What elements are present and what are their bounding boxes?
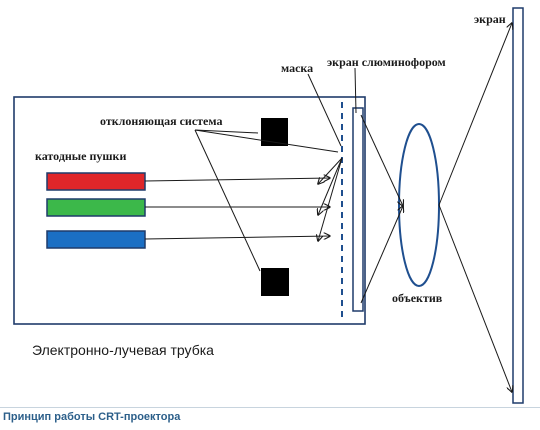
ray-top-to-lens <box>360 114 403 206</box>
phosphor-screen-plate <box>352 107 364 312</box>
deflection-coil-bottom <box>261 268 289 296</box>
ray-lens-to-screen-bottom <box>438 204 512 392</box>
lens-ellipse <box>398 123 440 287</box>
mask-pointer <box>307 73 342 147</box>
label-cathode-guns: катодные пушки <box>35 149 126 163</box>
caption-divider <box>0 407 540 408</box>
deflection-pointer-to-beam <box>194 129 339 153</box>
deflection-pointer-to-lower-coil <box>194 129 261 272</box>
label-mask: маска <box>281 61 313 75</box>
label-phosphor-screen: экран слюминофором <box>327 55 446 69</box>
beam-red <box>144 178 330 181</box>
projection-screen <box>512 7 524 404</box>
ray-bottom-to-lens <box>360 206 403 304</box>
label-screen: экран <box>474 12 506 26</box>
label-deflection-system: отклоняющая система <box>100 114 222 128</box>
converge-3 <box>318 157 343 241</box>
gun-red <box>46 172 146 191</box>
gun-green <box>46 198 146 217</box>
beam-blue <box>144 236 330 239</box>
label-crt-tube: Электронно-лучевая трубка <box>32 342 214 358</box>
converge-2 <box>318 157 343 215</box>
deflection-pointer-to-coil <box>194 129 259 134</box>
figure-caption: Принцип работы CRT-проектора <box>3 411 181 423</box>
label-lens: объектив <box>392 291 443 305</box>
converge-1 <box>318 157 343 184</box>
phosphor-pointer <box>354 67 357 114</box>
gun-blue <box>46 230 146 249</box>
ray-lens-to-screen-top <box>438 23 512 206</box>
